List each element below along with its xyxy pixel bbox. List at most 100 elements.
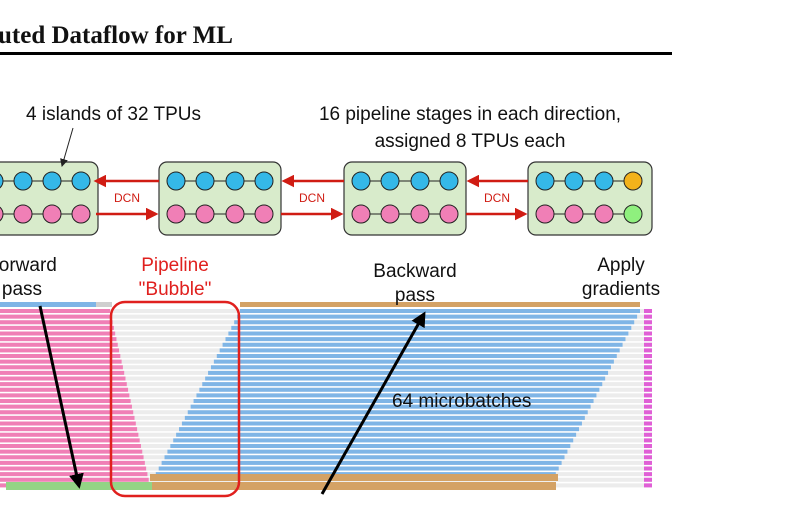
apply-bar bbox=[644, 314, 652, 319]
backward-bar bbox=[187, 410, 588, 415]
timeline-bottom-orange-2 bbox=[150, 474, 558, 481]
islands-label: 4 islands of 32 TPUs bbox=[26, 104, 201, 125]
islands-pointer-arrow bbox=[60, 127, 74, 167]
apply-bar bbox=[644, 354, 652, 359]
apply-label-line2: gradients bbox=[581, 279, 661, 300]
backward-bar bbox=[216, 354, 617, 359]
apply-bar bbox=[644, 449, 652, 454]
pipeline-bubble-outline bbox=[109, 300, 241, 498]
backward-bar bbox=[208, 370, 609, 375]
forward-bar bbox=[0, 309, 110, 314]
stages-label-line1: 16 pipeline stages in each direction, bbox=[318, 104, 622, 125]
backward-bar bbox=[167, 449, 568, 454]
page-title: uted Dataflow for ML bbox=[0, 22, 233, 49]
backward-bar bbox=[161, 460, 562, 465]
timeline-orange-top bbox=[240, 302, 640, 307]
backward-pass-arrow bbox=[320, 311, 426, 495]
apply-bar bbox=[644, 438, 652, 443]
apply-bar bbox=[644, 370, 652, 375]
apply-bar bbox=[644, 309, 652, 314]
apply-label-line1: Apply bbox=[597, 255, 645, 276]
apply-bar bbox=[644, 393, 652, 398]
forward-bar bbox=[0, 382, 127, 387]
stages-label-line2: assigned 8 TPUs each bbox=[374, 131, 566, 152]
forward-bar bbox=[0, 376, 126, 381]
backward-bar bbox=[225, 337, 626, 342]
island-3 bbox=[343, 161, 467, 236]
apply-bar bbox=[644, 348, 652, 353]
timeline-top-strip bbox=[0, 302, 96, 307]
forward-bar bbox=[0, 427, 138, 432]
backward-bar bbox=[176, 432, 577, 437]
backward-bar bbox=[173, 438, 574, 443]
forward-bar bbox=[0, 359, 122, 364]
backward-bar bbox=[219, 348, 620, 353]
title-divider bbox=[0, 52, 672, 55]
forward-bar bbox=[0, 393, 130, 398]
forward-bar bbox=[0, 399, 131, 404]
apply-bar bbox=[644, 460, 652, 465]
backward-bar bbox=[184, 415, 585, 420]
forward-bar bbox=[0, 477, 149, 482]
backward-bar bbox=[205, 376, 606, 381]
apply-bar bbox=[644, 320, 652, 325]
forward-bar bbox=[0, 460, 145, 465]
backward-bar bbox=[222, 342, 623, 347]
forward-label-line2: pass bbox=[1, 279, 43, 300]
microbatches-label: 64 microbatches bbox=[392, 391, 532, 412]
forward-bar bbox=[0, 314, 112, 319]
apply-bar bbox=[644, 337, 652, 342]
apply-bar bbox=[644, 387, 652, 392]
forward-bar bbox=[0, 337, 117, 342]
forward-label-line1: Forward bbox=[0, 255, 57, 276]
backward-bar bbox=[199, 387, 600, 392]
backward-bar bbox=[196, 393, 597, 398]
bottom-nodes bbox=[0, 204, 643, 224]
backward-bar bbox=[237, 314, 638, 319]
dcn-label-1: DCN bbox=[114, 191, 140, 205]
backward-bar bbox=[181, 421, 582, 426]
backward-bar bbox=[202, 382, 603, 387]
apply-bar bbox=[644, 359, 652, 364]
backward-bar bbox=[231, 325, 632, 330]
forward-bar bbox=[0, 466, 147, 471]
forward-bar bbox=[0, 410, 134, 415]
apply-bar bbox=[644, 404, 652, 409]
apply-bar bbox=[644, 331, 652, 336]
forward-bar bbox=[0, 331, 116, 336]
apply-bar bbox=[644, 365, 652, 370]
island-4 bbox=[527, 161, 653, 236]
apply-bar bbox=[644, 427, 652, 432]
backward-bar bbox=[234, 320, 635, 325]
forward-bar bbox=[0, 354, 121, 359]
backward-bar bbox=[170, 444, 571, 449]
forward-bar bbox=[0, 472, 148, 477]
backward-label-line2: pass bbox=[394, 285, 436, 306]
node-links bbox=[0, 180, 633, 215]
backward-bar bbox=[213, 359, 614, 364]
apply-bar bbox=[644, 342, 652, 347]
backward-bar bbox=[179, 427, 580, 432]
backward-bar bbox=[158, 466, 559, 471]
forward-bar bbox=[0, 365, 123, 370]
backward-bar bbox=[190, 404, 591, 409]
dcn-label-3: DCN bbox=[484, 191, 510, 205]
apply-bar bbox=[644, 455, 652, 460]
timeline-top-strip-gap bbox=[96, 302, 112, 307]
backward-bar bbox=[240, 309, 640, 314]
bubble-label-line2: "Bubble" bbox=[138, 279, 212, 300]
forward-bar bbox=[0, 387, 129, 392]
forward-bar bbox=[0, 342, 118, 347]
apply-bar bbox=[644, 325, 652, 330]
forward-pass-arrow bbox=[38, 305, 84, 489]
apply-bar bbox=[644, 399, 652, 404]
forward-bar bbox=[0, 370, 125, 375]
backward-bar bbox=[228, 331, 629, 336]
backward-label-line1: Backward bbox=[373, 261, 457, 282]
forward-bar bbox=[0, 421, 136, 426]
dcn-label-2: DCN bbox=[299, 191, 325, 205]
apply-bar bbox=[644, 477, 652, 482]
timeline-bottom-orange bbox=[152, 482, 556, 490]
apply-bar bbox=[644, 483, 652, 488]
forward-bar bbox=[0, 320, 113, 325]
